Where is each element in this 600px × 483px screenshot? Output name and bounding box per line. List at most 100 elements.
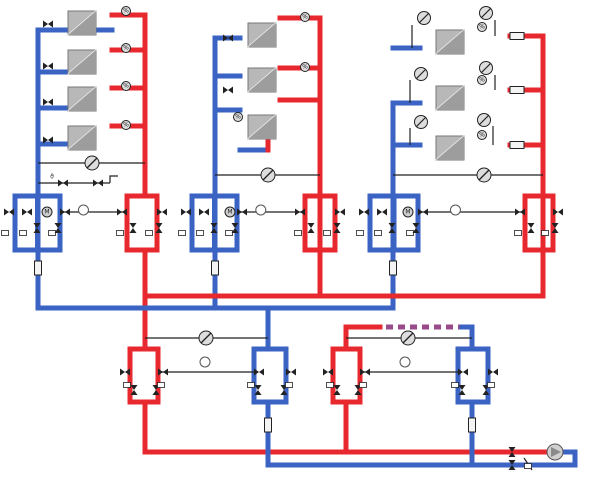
shutoff-valve-icon: [360, 368, 370, 376]
shutoff-valve-icon: [155, 223, 163, 233]
shutoff-valve-icon: [418, 208, 428, 216]
shutoff-valve-icon: [359, 208, 369, 216]
svg-text:M: M: [227, 209, 232, 216]
shutoff-valve-icon: [199, 208, 209, 216]
flow-gauge-icon: [414, 115, 428, 129]
sensor-tag-icon: [406, 230, 414, 236]
svg-text:%: %: [123, 45, 129, 52]
radiator-icon: [247, 22, 277, 48]
shutoff-valve-icon: [43, 136, 53, 144]
sensor-tag-icon: [374, 230, 382, 236]
thermostatic-valve-icon: %: [121, 81, 131, 91]
thermostatic-valve-icon: %: [121, 43, 131, 53]
heat-meter-icon: [264, 417, 272, 433]
shutoff-valve-icon: [117, 208, 127, 216]
sensor-tag-icon: [326, 382, 334, 388]
sensor-tag-icon: [323, 230, 331, 236]
motorized-valve-icon: M: [402, 206, 414, 218]
heat-meter-icon: [509, 86, 525, 94]
shutoff-valve-icon: [335, 208, 345, 216]
shutoff-valve-icon: [54, 223, 62, 233]
sensor-icon: [255, 204, 267, 216]
sensor-tag-icon: [123, 382, 131, 388]
heat-meter-icon: [509, 141, 525, 149]
shutoff-valve-icon: [130, 385, 138, 395]
svg-text:%: %: [235, 114, 241, 121]
sensor-icon: [449, 204, 461, 216]
return-pipe: [265, 399, 578, 468]
svg-text:%: %: [479, 132, 485, 139]
radiator-icon: [67, 125, 97, 151]
radiator-icon: [435, 29, 465, 55]
shutoff-valve-icon: [388, 223, 396, 233]
shutoff-valve-icon: [60, 208, 70, 216]
shutoff-valve-icon: [458, 368, 468, 376]
shutoff-valve-icon: [508, 447, 516, 457]
thermostatic-valve-icon: %: [477, 75, 487, 85]
flow-gauge-icon: [479, 6, 493, 20]
shutoff-valve-icon: [4, 208, 14, 216]
radiator-icon: [247, 114, 277, 140]
shutoff-valve-icon: [43, 62, 53, 70]
heat-meter-icon: [468, 417, 476, 433]
supply-pipe: [142, 399, 518, 455]
svg-text:M: M: [405, 209, 410, 216]
sensor-tag-icon: [145, 230, 153, 236]
shutoff-valve-icon: [120, 368, 130, 376]
shutoff-valve-icon: [158, 368, 168, 376]
sensor-icon: [77, 204, 89, 216]
svg-text:M: M: [44, 209, 49, 216]
shutoff-valve-icon: [254, 368, 264, 376]
shutoff-valve-icon: [93, 179, 103, 187]
sensor-tag-icon: [487, 382, 495, 388]
flow-gauge-icon: [414, 67, 428, 81]
sensor-tag-icon: [19, 230, 27, 236]
supply-pipe: [277, 15, 323, 299]
bypass-line: [109, 175, 118, 183]
thermostatic-valve-icon: %: [233, 112, 243, 122]
shutoff-valve-icon: [323, 368, 333, 376]
thermostatic-valve-icon: %: [300, 62, 310, 72]
heat-meter-icon: [389, 260, 397, 276]
shutoff-valve-icon: [333, 385, 341, 395]
shutoff-valve-icon: [488, 368, 498, 376]
shutoff-valve-icon: [22, 208, 32, 216]
shutoff-valve-icon: [458, 385, 466, 395]
svg-text:%: %: [123, 8, 129, 15]
shutoff-valve-icon: [181, 208, 191, 216]
sensor-tag-icon: [178, 230, 186, 236]
shutoff-valve-icon: [553, 208, 563, 216]
motorized-valve-icon: M: [41, 206, 53, 218]
thermostatic-valve-icon: %: [477, 22, 487, 32]
supply-pipe: [507, 33, 546, 299]
sensor-tag-icon: [294, 230, 302, 236]
shutoff-valve-icon: [58, 179, 68, 187]
shutoff-valve-icon: [43, 98, 53, 106]
temperature-sensor-icon: ϑ: [50, 174, 54, 181]
sensor-tag-icon: [541, 230, 549, 236]
thermostatic-valve-icon: %: [477, 130, 487, 140]
regulator-valve-icon: [260, 167, 276, 183]
sensor-tag-icon: [285, 382, 293, 388]
radiator-icon: [247, 67, 277, 93]
return-pipe: [12, 193, 63, 253]
heat-meter-icon: [509, 32, 525, 40]
sensor-icon: [399, 356, 411, 368]
sensor-tag-icon: [514, 230, 522, 236]
supply-pipe: [302, 193, 338, 253]
heat-meter-icon: [211, 260, 219, 276]
circulation-pump-icon: [546, 443, 564, 461]
sensor-tag-icon: [359, 382, 367, 388]
shutoff-valve-icon: [231, 223, 239, 233]
shutoff-valve-icon: [307, 223, 315, 233]
shutoff-valve-icon: [33, 223, 41, 233]
radiator-icon: [67, 49, 97, 75]
regulator-valve-icon: [400, 330, 416, 346]
sensor-tag-icon: [157, 382, 165, 388]
sensor-tag-icon: [196, 230, 204, 236]
svg-text:%: %: [479, 24, 485, 31]
radiator-icon: [435, 85, 465, 111]
motorized-valve-icon: M: [224, 206, 236, 218]
return-pipe: [189, 193, 240, 253]
